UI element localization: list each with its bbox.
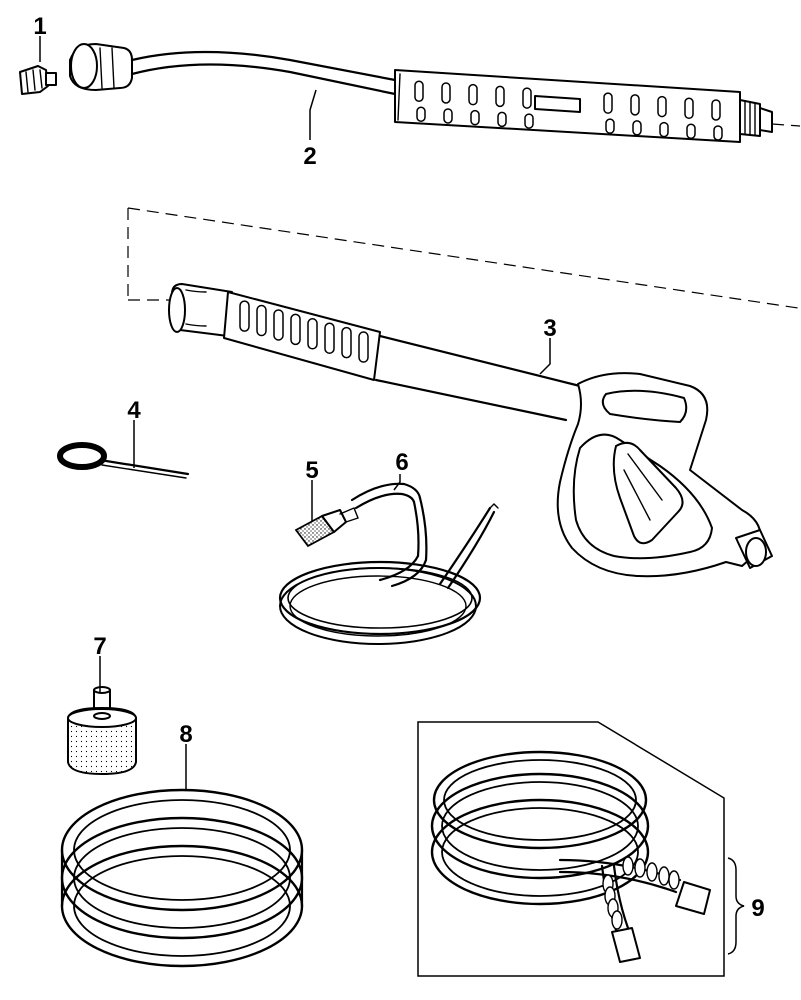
callout-8: 8 <box>179 721 192 748</box>
cleaning-pin-part <box>57 442 190 479</box>
callout-5: 5 <box>305 457 318 484</box>
wand-slot <box>657 95 667 118</box>
spray-wand-part <box>69 43 801 143</box>
callout-4: 4 <box>127 397 141 424</box>
callout-3: 3 <box>543 315 556 342</box>
nozzle-tip-part <box>19 65 57 95</box>
grip-rib <box>290 313 301 346</box>
wand-slot <box>659 121 669 138</box>
siphon-tube-part <box>278 482 499 645</box>
o-ring-set-part <box>60 788 304 968</box>
wand-slot <box>470 109 480 126</box>
wand-slot <box>711 99 721 121</box>
grip-rib <box>324 322 335 354</box>
wand-slot <box>522 87 532 109</box>
high-pressure-hose-part <box>417 721 745 977</box>
wand-slot <box>495 85 505 108</box>
strain-relief-coil <box>611 910 623 930</box>
wand-slot <box>468 83 478 106</box>
wand-slot <box>416 106 426 123</box>
callout-1: 1 <box>33 13 46 40</box>
callout-9: 9 <box>751 895 764 922</box>
wand-slot <box>414 80 424 103</box>
grip-rib <box>239 300 250 332</box>
wand-slot <box>524 113 534 129</box>
trigger-gun-part <box>168 283 773 578</box>
leader-lines <box>39 36 551 790</box>
wand-slot <box>684 97 694 120</box>
assembly-guide-lines <box>127 207 799 309</box>
siphon-weight-part <box>67 686 137 776</box>
wand-slot <box>605 118 615 134</box>
strain-relief-coil <box>646 862 658 882</box>
wand-slot <box>441 82 451 104</box>
wand-slot <box>630 94 640 116</box>
wand-slot <box>713 125 723 141</box>
wand-slot <box>603 92 613 114</box>
grip-rib <box>341 326 352 359</box>
strain-relief-coil <box>634 858 646 878</box>
strain-relief-coil <box>658 866 670 886</box>
strain-relief-coil <box>622 856 634 876</box>
grip-rib <box>358 331 369 363</box>
callout-2: 2 <box>303 143 316 170</box>
callout-7: 7 <box>93 633 106 660</box>
strain-relief-coil <box>668 870 680 890</box>
grip-rib <box>307 318 318 350</box>
grip-rib <box>256 304 267 337</box>
grip-rib <box>273 309 284 341</box>
wand-slot <box>443 108 453 124</box>
wand-slot <box>497 111 507 128</box>
callout-labels: 1 2 3 4 5 6 7 8 9 <box>33 13 764 922</box>
callout-6: 6 <box>395 449 408 476</box>
wand-slot <box>686 123 696 140</box>
wand-slot <box>632 120 642 136</box>
filter-part <box>294 507 359 548</box>
